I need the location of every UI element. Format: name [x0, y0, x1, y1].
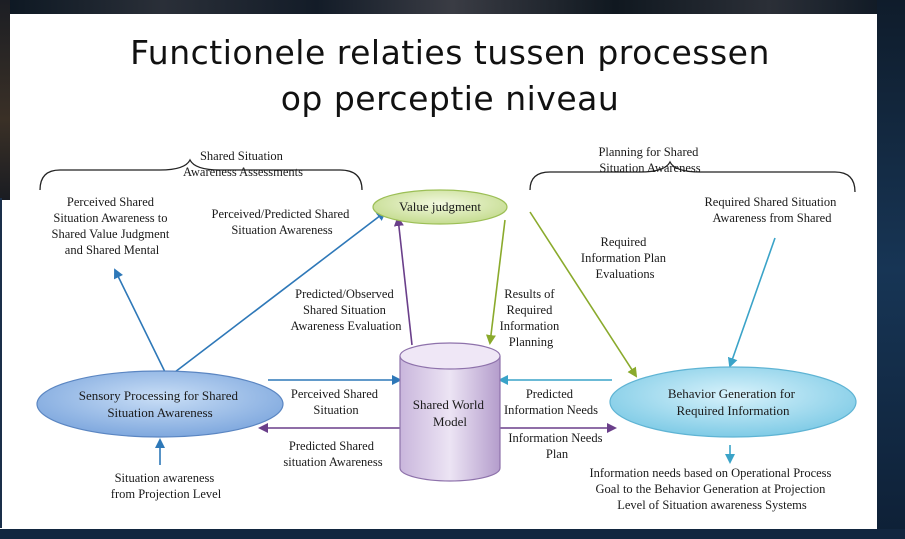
- title-line-2: op perceptie niveau: [280, 79, 620, 118]
- behavior-generation-label: Behavior Generation for Required Informa…: [668, 386, 798, 418]
- label-perceived-to-value: Perceived Shared Situation Awareness to …: [52, 195, 173, 257]
- label-needs-operational: Information needs based on Operational P…: [589, 466, 834, 512]
- left-border-line: [0, 198, 2, 528]
- right-bracket-label: Planning for Shared Situation Awareness: [598, 145, 701, 175]
- label-predicted-shared: Predicted Shared situation Awareness: [283, 439, 382, 469]
- top-photo-band: [0, 0, 905, 14]
- arrow-value-to-world: [486, 219, 506, 345]
- label-predicted-observed: Predicted/Observed Shared Situation Awar…: [291, 287, 403, 333]
- left-photo-strip: [0, 0, 10, 200]
- shared-world-model-node: [399, 342, 501, 482]
- right-border-strip: [877, 0, 905, 539]
- label-required-plan: Required Information Plan Evaluations: [581, 235, 669, 281]
- label-info-needs-plan: Information Needs Plan: [508, 431, 605, 461]
- arrow-world-to-value: [393, 216, 413, 346]
- value-judgment-label: Value judgment: [399, 199, 481, 214]
- sensory-processing-node: [36, 370, 284, 438]
- label-perceived-shared: Perceived Shared Situation: [291, 387, 381, 417]
- shared-world-model-label: Shared World Model: [413, 397, 488, 429]
- sensory-processing-label: Sensory Processing for Shared Situation …: [79, 388, 241, 420]
- right-bracket: [529, 160, 856, 193]
- label-results: Results of Required Information Planning: [500, 287, 563, 349]
- label-perceived-predicted: Perceived/Predicted Shared Situation Awa…: [212, 207, 353, 237]
- label-predicted-needs: Predicted Information Needs: [504, 387, 598, 417]
- arrow-shared-to-behavior: [727, 237, 776, 368]
- bottom-border-strip: [0, 529, 905, 539]
- value-judgment-node: [372, 189, 508, 225]
- label-situation-projection: Situation awareness from Projection Leve…: [111, 471, 222, 501]
- arrow-value-to-behavior: [529, 211, 638, 378]
- left-bracket-label: Shared Situation Awareness Assessments: [183, 149, 303, 179]
- arrow-sensory-to-value: [174, 210, 387, 373]
- left-bracket: [39, 158, 363, 191]
- label-required-from-shared: Required Shared Situation Awareness from…: [704, 195, 839, 225]
- behavior-generation-node: [609, 366, 857, 438]
- arrow-sensory-to-perceived: [114, 268, 166, 373]
- slide-title: Functionele relaties tussen processen op…: [20, 30, 880, 122]
- title-line-1: Functionele relaties tussen processen: [130, 33, 770, 72]
